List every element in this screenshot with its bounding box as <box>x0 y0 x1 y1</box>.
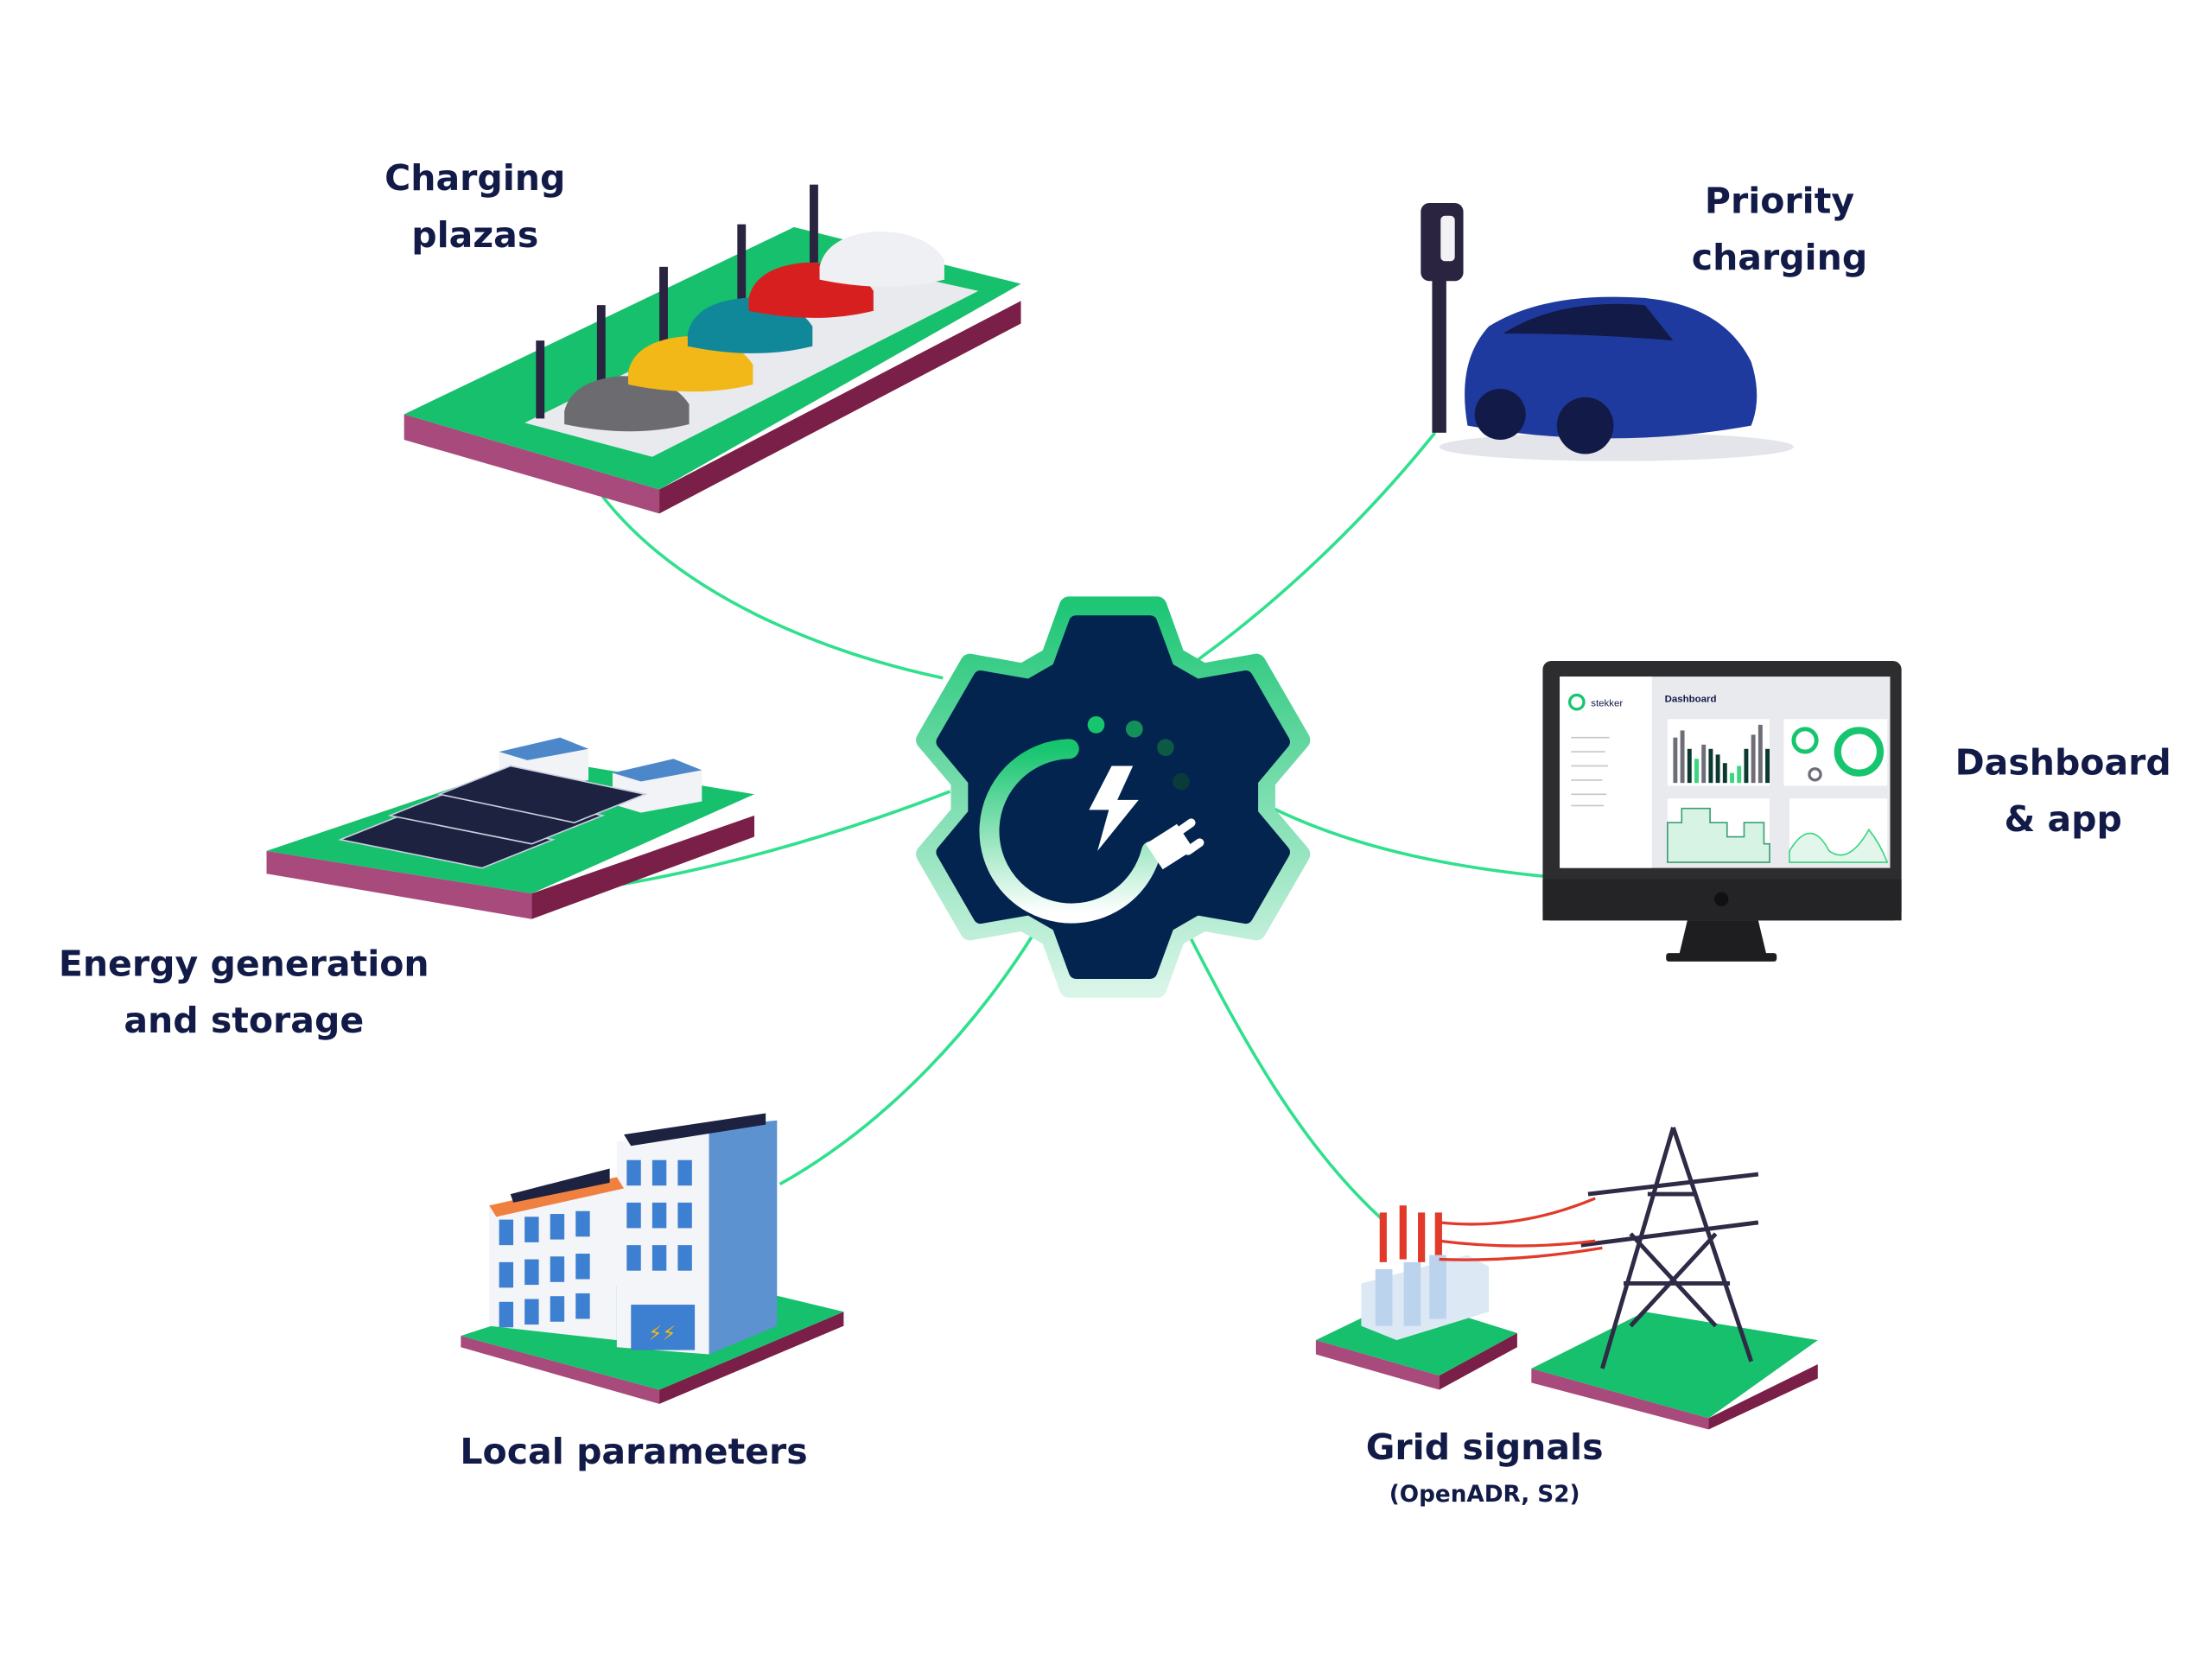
label-local: Local parameters <box>460 1431 807 1472</box>
dashboard-monitor: stekker Dashboard <box>1542 661 1902 962</box>
label-grid-signals: Grid signals <box>1366 1426 1604 1468</box>
charger-post-icon <box>536 184 818 419</box>
charger-post-icon <box>1432 270 1446 433</box>
label-priority-charging-2: charging <box>1692 237 1867 278</box>
local-building-illustration: ⚡⚡ <box>461 1113 844 1404</box>
power-pylon-icon <box>1580 1127 1759 1369</box>
label-priority-charging-1: Priority <box>1705 180 1854 221</box>
screen-bar-chart <box>1673 724 1770 784</box>
label-energy-1: Energy generation <box>59 943 429 984</box>
solar-panel-icon <box>510 1168 610 1203</box>
lightning-icon: ⚡⚡ <box>648 1323 676 1345</box>
car-icon <box>564 231 944 432</box>
link-energy <box>609 790 951 888</box>
stekker-logo-icon <box>1567 693 1586 711</box>
label-dashboard-1: Dashboard <box>1955 741 2171 783</box>
hub-gear <box>916 596 1311 998</box>
solar-panel-icon <box>337 765 648 869</box>
screen-title: Dashboard <box>1665 695 1717 705</box>
substation-icon <box>1361 1205 1490 1341</box>
connector-lines <box>601 431 1546 1221</box>
screen-brand: stekker <box>1591 699 1623 709</box>
label-charging-plazas-2: plazas <box>411 214 538 256</box>
label-dashboard-2: & app <box>2004 798 2121 840</box>
energy-storage-illustration <box>266 737 755 919</box>
link-priority-charging <box>1197 431 1437 661</box>
charging-plaza-illustration <box>404 184 1021 514</box>
link-grid <box>1189 937 1384 1221</box>
priority-charging-illustration <box>1421 202 1794 461</box>
grid-illustration <box>1315 1127 1818 1430</box>
link-local <box>779 935 1034 1186</box>
label-charging-plazas-1: Charging <box>385 157 565 199</box>
label-grid-protocols: (OpenADR, S2) <box>1389 1482 1580 1508</box>
plug-charge-icon <box>979 716 1205 924</box>
link-charging-plazas <box>601 495 944 680</box>
label-energy-2: and storage <box>124 1000 364 1041</box>
link-dashboard <box>1272 807 1546 879</box>
lightning-icon <box>1089 765 1139 851</box>
